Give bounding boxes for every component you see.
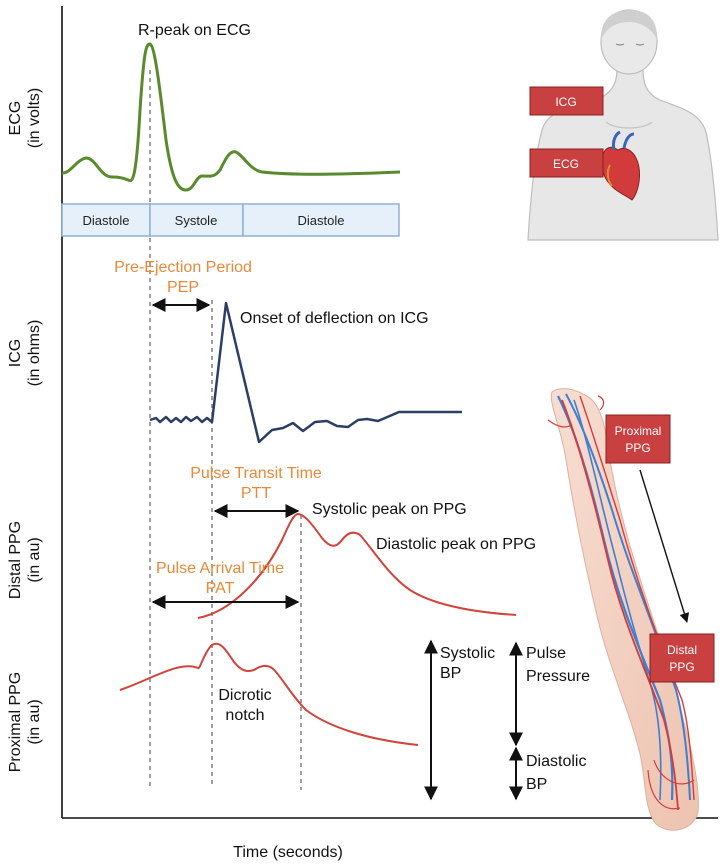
dicrotic-notch-label-1: Dicrotic — [218, 687, 271, 704]
pat-abbrev: PAT — [206, 580, 235, 597]
phase-diastole-1 — [61, 203, 151, 237]
red-artery-1 — [561, 399, 679, 811]
torso-illustration — [527, 9, 719, 241]
svg-text:ECG: ECG — [7, 101, 24, 136]
svg-text:(in volts): (in volts) — [26, 88, 43, 148]
pulse-pressure-label-1: Pulse — [526, 645, 566, 662]
ecg-waveform — [61, 42, 401, 192]
icg-waveform — [149, 301, 462, 444]
hair — [600, 10, 658, 40]
phase-bar: Diastole Systole Diastole — [61, 203, 400, 237]
proximal-ppg-axis-label: Proximal PPG (in au) — [7, 672, 43, 772]
proximal-ppg-waveform — [119, 642, 419, 746]
svg-text:(in au): (in au) — [26, 699, 43, 744]
distal-ppg-sensor-box — [649, 633, 715, 683]
diastolic-bp-label-1: Diastolic — [526, 753, 586, 770]
distal-ppg-sensor-label-1: Distal — [667, 643, 697, 657]
phase-diastole-2-label: Diastole — [298, 213, 345, 228]
ptt-label: Pulse Transit Time — [190, 465, 322, 482]
pat-label: Pulse Arrival Time — [156, 560, 284, 577]
phase-diastole-1-label: Diastole — [83, 213, 130, 228]
svg-text:Proximal PPG: Proximal PPG — [7, 672, 24, 772]
icg-onset-label: Onset of deflection on ICG — [240, 310, 429, 327]
icg-sensor-box — [529, 86, 604, 116]
red-artery-2 — [579, 395, 695, 801]
x-axis-label: Time (seconds) — [233, 844, 343, 861]
red-artery-3 — [547, 395, 605, 428]
heart-icon — [601, 130, 640, 201]
phase-systole — [149, 203, 244, 237]
phase-diastole-2 — [242, 203, 400, 237]
blue-vein-2 — [565, 393, 691, 801]
phase-systole-label: Systole — [175, 213, 218, 228]
proximal-ppg-sensor-label-2: PPG — [625, 441, 650, 455]
systolic-bp-label-1: Systolic — [440, 645, 495, 662]
ecg-axis-label: ECG (in volts) — [7, 88, 43, 148]
hand-vessels — [647, 759, 695, 810]
eyes — [615, 43, 645, 46]
proximal-ppg-sensor-box — [605, 414, 671, 464]
distal-ppg-axis-label: Distal PPG (in au) — [7, 521, 43, 599]
ptt-abbrev: PTT — [241, 485, 271, 502]
dicrotic-notch-label-2: notch — [225, 707, 264, 724]
svg-text:(in ohms): (in ohms) — [26, 320, 43, 387]
svg-text:ICG: ICG — [7, 339, 24, 367]
distal-ppg-waveform — [197, 512, 517, 619]
systolic-peak-label: Systolic peak on PPG — [312, 501, 467, 518]
diastolic-bp-label-2: BP — [526, 776, 547, 793]
svg-text:Distal PPG: Distal PPG — [7, 521, 24, 599]
head — [600, 9, 658, 75]
distal-ppg-sensor-label-2: PPG — [669, 660, 694, 674]
diastolic-peak-label: Diastolic peak on PPG — [376, 536, 536, 553]
pep-abbrev: PEP — [167, 279, 199, 296]
pulse-pressure-label-2: Pressure — [526, 668, 590, 685]
proximal-ppg-sensor-label-1: Proximal — [615, 424, 662, 438]
icg-sensor-label: ICG — [555, 95, 576, 109]
sensor-direction-arrow — [639, 469, 690, 623]
r-peak-label: R-peak on ECG — [138, 22, 251, 39]
svg-text:(in au): (in au) — [26, 537, 43, 582]
ecg-sensor-label: ECG — [553, 157, 579, 171]
icg-axis-label: ICG (in ohms) — [7, 320, 43, 387]
systolic-bp-label-2: BP — [440, 665, 461, 682]
ecg-sensor-box — [529, 148, 604, 178]
neck-line — [605, 121, 653, 129]
blue-vein-3 — [573, 399, 662, 801]
pep-label: Pre-Ejection Period — [114, 259, 252, 276]
